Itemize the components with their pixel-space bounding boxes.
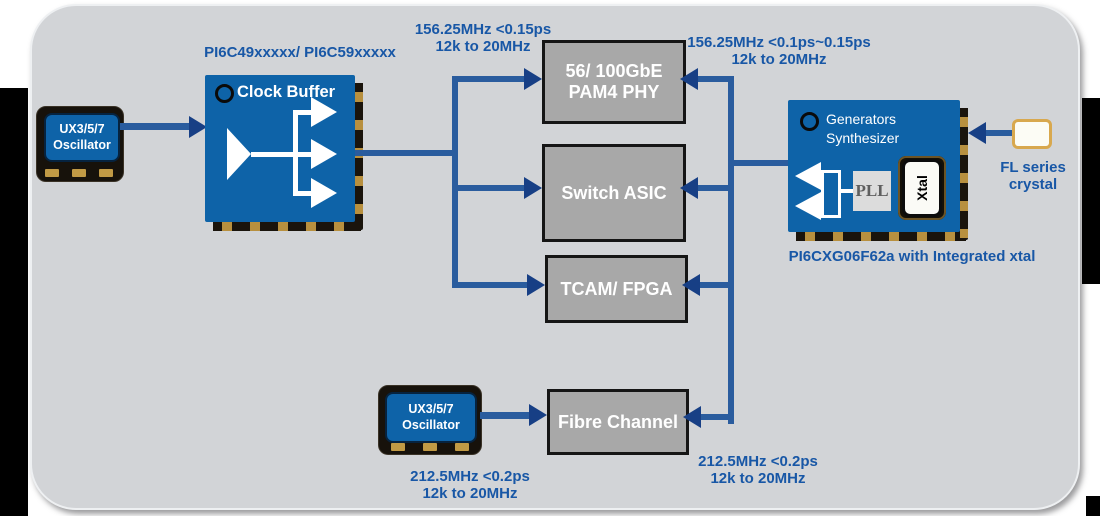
connector-osc-to-buffer (120, 123, 191, 130)
annotation-bottom-left: 212.5MHz <0.2ps 12k to 20MHz (345, 468, 595, 502)
arrowhead-into-pam4-right (680, 68, 698, 90)
connector-right-tcam (700, 282, 728, 288)
connector-osc2-to-fibre (480, 412, 529, 419)
annotation-bottom-right-line1: 212.5MHz <0.2ps (698, 453, 818, 470)
pam4-label-line2: PAM4 PHY (568, 82, 660, 102)
load-pam4-phy: 56/ 100GbE PAM4 PHY (542, 40, 686, 124)
right-bus-vertical (728, 76, 734, 424)
annotation-bottom-left-line2: 12k to 20MHz (422, 485, 518, 502)
oscillator-bottom-package: UX3/5/7 Oscillator (378, 385, 482, 455)
arrowhead-into-synth (968, 122, 986, 144)
connector-synth-to-bus (734, 160, 790, 166)
xtal-block: Xtal (902, 159, 942, 217)
arrowhead-into-tcam (527, 274, 545, 296)
connector-to-pam4 (452, 76, 526, 82)
buffer-stub-mid (297, 152, 313, 157)
xtal-label: Xtal (914, 175, 930, 201)
load-switch-asic: Switch ASIC (542, 144, 686, 242)
annotation-top-right-line1: 156.25MHz <0.1ps~0.15ps (687, 34, 871, 51)
annotation-bottom-left-line1: 212.5MHz <0.2ps (410, 468, 530, 485)
right-edge-strip (1082, 98, 1100, 284)
arrowhead-into-fibre (529, 404, 547, 426)
arrowhead-into-tcam-right (682, 274, 700, 296)
load-tcam-fpga: TCAM/ FPGA (545, 255, 688, 323)
oscillator-bottom-line2: Oscillator (402, 417, 460, 432)
buffer-stub-top (293, 110, 313, 115)
connector-right-pam4 (698, 76, 728, 82)
oscillator-bottom-line1: UX3/5/7 (408, 401, 454, 416)
buffer-fanout-line (293, 110, 298, 196)
buffer-output-arrow-icon (311, 97, 337, 127)
oscillator-pad (455, 443, 469, 451)
chip-pads-right (960, 108, 968, 238)
fibre-channel-label: Fibre Channel (557, 411, 678, 432)
buffer-internal-line (251, 152, 297, 157)
bottom-right-edge (1086, 496, 1100, 516)
crystal-label-line1: FL series (1000, 159, 1066, 176)
buffer-output-arrow-icon (311, 178, 337, 208)
connector-crystal-to-synth (986, 130, 1013, 136)
oscillator-left-line2: Oscillator (53, 137, 111, 152)
annotation-bottom-right-line2: 12k to 20MHz (710, 470, 806, 487)
pin1-indicator-icon (215, 84, 234, 103)
pin1-indicator-icon (800, 112, 819, 131)
synthesizer-title: Generators Synthesizer (826, 110, 899, 148)
oscillator-pad (99, 169, 113, 177)
connector-to-tcam (452, 282, 528, 288)
arrowhead-into-pam4 (524, 68, 542, 90)
synth-title-line2: Synthesizer (826, 130, 900, 146)
fl-crystal (1012, 119, 1052, 149)
annotation-bottom-right: 212.5MHz <0.2ps 12k to 20MHz (633, 453, 883, 487)
oscillator-left-package: UX3/5/7 Oscillator (36, 106, 124, 182)
arrowhead-into-switch (524, 177, 542, 199)
buffer-output-arrow-icon (311, 139, 337, 169)
oscillator-pad (72, 169, 86, 177)
annotation-top-left-line2: 12k to 20MHz (435, 38, 531, 55)
pll-label: PLL (855, 181, 889, 200)
synth-output-block (821, 170, 841, 218)
chip-pads-bottom (213, 222, 361, 231)
chip-pads-bottom (796, 232, 966, 241)
annotation-top-right: 156.25MHz <0.1ps~0.15ps 12k to 20MHz (649, 34, 909, 68)
connector-to-switch (452, 185, 526, 191)
crystal-label-line2: crystal (1008, 176, 1058, 193)
buffer-stub-bottom (293, 191, 313, 196)
pam4-label-line1: 56/ 100GbE (565, 61, 663, 82)
pll-block: PLL (853, 171, 891, 211)
left-edge-strip (0, 88, 28, 516)
annotation-top-right-line2: 12k to 20MHz (731, 51, 827, 68)
xtal-package: Xtal (898, 156, 946, 220)
arrowhead-into-fibre-right (683, 406, 701, 428)
load-fibre-channel: Fibre Channel (547, 389, 689, 455)
synthesizer-chip: Generators Synthesizer PLL Xtal (788, 100, 968, 241)
oscillator-pad (391, 443, 405, 451)
clock-buffer-chip: Clock Buffer (205, 75, 363, 231)
switch-asic-label: Switch ASIC (561, 182, 667, 203)
oscillator-left-line1: UX3/5/7 (59, 121, 105, 136)
connector-right-fibre (701, 414, 728, 420)
synth-title-line1: Generators (826, 111, 897, 127)
connector-right-switch (698, 185, 728, 191)
annotation-top-left: 156.25MHz <0.15ps 12k to 20MHz (353, 21, 613, 55)
annotation-top-left-line1: 156.25MHz <0.15ps (414, 21, 552, 38)
oscillator-left: UX3/5/7 Oscillator (44, 113, 120, 162)
arrowhead-into-switch-right (680, 177, 698, 199)
left-bus-vertical (452, 76, 458, 288)
oscillator-bottom: UX3/5/7 Oscillator (385, 392, 477, 443)
connector-buffer-to-bus (355, 150, 458, 156)
buffer-part-number: PI6C49xxxxx/ PI6C59xxxxx (204, 44, 396, 61)
synthesizer-part-number: PI6CXG06F62a with Integrated xtal (788, 248, 1036, 265)
arrowhead-into-buffer (189, 116, 207, 138)
synth-output-arrow-icon (795, 192, 821, 220)
oscillator-pad (45, 169, 59, 177)
buffer-input-amp-icon (227, 128, 251, 180)
clock-buffer-title: Clock Buffer (237, 83, 336, 101)
tcam-fpga-label: TCAM/ FPGA (560, 278, 673, 299)
oscillator-pad (423, 443, 437, 451)
synth-internal-line (838, 189, 853, 193)
synth-output-arrow-icon (795, 162, 821, 190)
crystal-label: FL series crystal (973, 159, 1093, 193)
